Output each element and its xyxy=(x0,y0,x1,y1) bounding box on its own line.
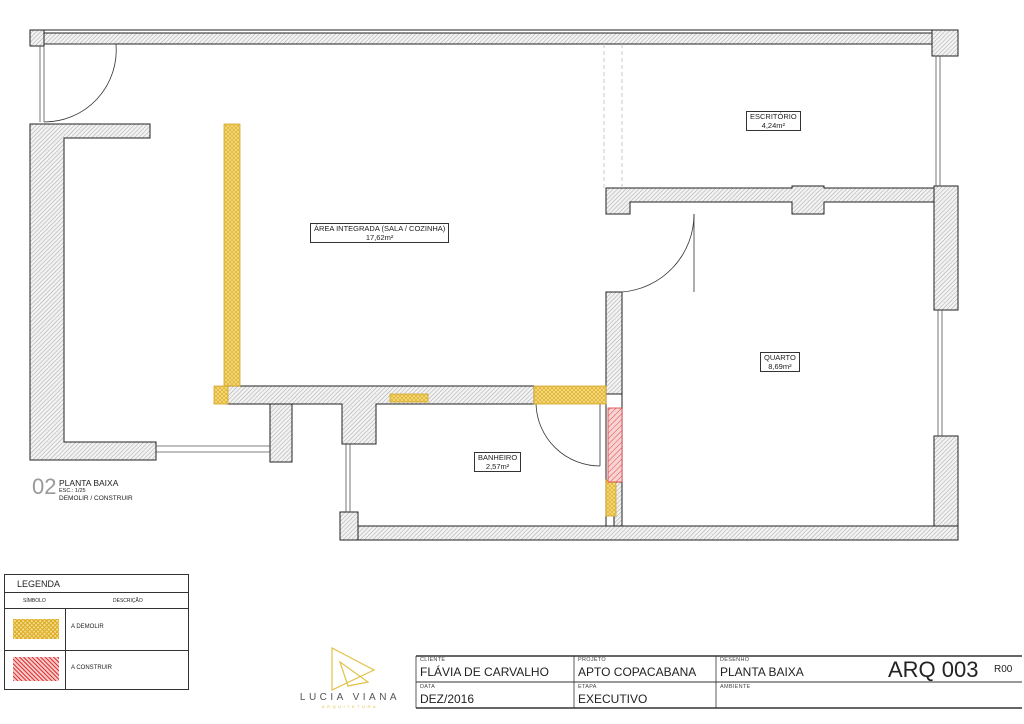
demolish-quarto-wall xyxy=(605,479,617,517)
data-label: DATA xyxy=(420,684,436,690)
logo-text: LUCIA VIANA xyxy=(299,692,401,703)
wall-right-top xyxy=(931,29,959,57)
title-block-lines xyxy=(415,655,1022,709)
logo-mark xyxy=(331,647,376,691)
demolish-banheiro-wall xyxy=(533,385,607,405)
door-swing-entrance xyxy=(43,43,117,123)
legend-header: LEGENDA xyxy=(5,575,188,593)
wall-escritorio xyxy=(605,185,935,215)
wall-quarto-west xyxy=(605,291,623,395)
legend-item-construct: A CONSTRUIR xyxy=(5,651,188,689)
legend-col-symbol: SÍMBOLO xyxy=(23,598,46,604)
door-swing-banheiro xyxy=(535,403,601,467)
construct-area xyxy=(607,407,623,483)
projeto-value: APTO COPACABANA xyxy=(578,665,697,679)
cliente-label: CLIENTE xyxy=(420,657,446,663)
projeto-label: PROJETO xyxy=(578,657,606,663)
logo-subtext: ARQUITETURA xyxy=(321,704,379,709)
demolish-niche xyxy=(389,393,429,403)
legend-swatch-demolish xyxy=(13,619,59,639)
room-name: ÁREA INTEGRADA (SALA / COZINHA) xyxy=(314,224,446,233)
legend-title: LEGENDA xyxy=(17,579,61,589)
legend: LEGENDA SÍMBOLO DESCRIÇÃO A DEMOLIR A CO… xyxy=(4,574,189,690)
room-label-escritorio: ESCRITÓRIO 4,24m² xyxy=(746,111,801,131)
sheet-number: ARQ 003 xyxy=(888,657,979,682)
legend-item-description: A DEMOLIR xyxy=(71,624,104,630)
door-swing-quarto xyxy=(621,213,695,293)
desenho-label: DESENHO xyxy=(720,657,750,663)
wall-bottom xyxy=(339,525,959,541)
drawing-number: 02 xyxy=(32,474,57,499)
legend-item-description: A CONSTRUIR xyxy=(71,665,113,671)
wall-right-bottom xyxy=(933,435,959,541)
wall-right-mid xyxy=(933,185,959,311)
room-label-quarto: QUARTO 8,69m² xyxy=(760,352,800,372)
wall-left-top xyxy=(29,29,45,47)
room-area: 2,57m² xyxy=(485,462,510,471)
room-area: 8,69m² xyxy=(768,362,792,371)
room-area: 4,24m² xyxy=(761,121,785,130)
desenho-value: PLANTA BAIXA xyxy=(720,665,804,679)
room-name: QUARTO xyxy=(764,353,796,362)
sheet-revision: R00 xyxy=(994,664,1013,675)
demolish-areas xyxy=(213,123,617,517)
drawing-scale: ESC.: 1/25 xyxy=(59,488,86,494)
demolish-vertical-wall xyxy=(223,123,241,387)
etapa-label: ETAPA xyxy=(578,684,597,690)
room-name: BANHEIRO xyxy=(478,453,518,462)
legend-swatch-construct xyxy=(13,657,59,681)
room-label-banheiro: BANHEIRO 2,57m² xyxy=(474,452,522,472)
walls xyxy=(29,29,959,541)
wall-lower-left xyxy=(269,403,293,463)
room-label-area-integrada: ÁREA INTEGRADA (SALA / COZINHA) 17,62m² xyxy=(310,223,450,243)
doors xyxy=(43,43,695,467)
cliente-value: FLÁVIA DE CARVALHO xyxy=(420,665,549,679)
window-lines xyxy=(39,44,943,512)
logo: LUCIA VIANA ARQUITETURA xyxy=(290,692,410,709)
ambiente-label: AMBIENTE xyxy=(720,684,751,690)
legend-item-demolish: A DEMOLIR xyxy=(5,609,188,651)
etapa-value: EXECUTIVO xyxy=(578,692,648,706)
legend-columns: SÍMBOLO DESCRIÇÃO xyxy=(5,593,188,609)
drawing-subtitle: DEMOLIR / CONSTRUIR xyxy=(59,495,133,502)
room-name: ESCRITÓRIO xyxy=(750,112,797,121)
room-area: 17,62m² xyxy=(365,233,394,242)
demolish-wall-corner xyxy=(213,385,229,405)
legend-divider xyxy=(65,609,66,689)
wall-left xyxy=(29,123,157,461)
drawing-title: PLANTA BAIXA xyxy=(59,478,119,488)
wall-banheiro-left xyxy=(339,511,359,541)
data-value: DEZ/2016 xyxy=(420,692,475,706)
legend-col-description: DESCRIÇÃO xyxy=(113,598,143,604)
